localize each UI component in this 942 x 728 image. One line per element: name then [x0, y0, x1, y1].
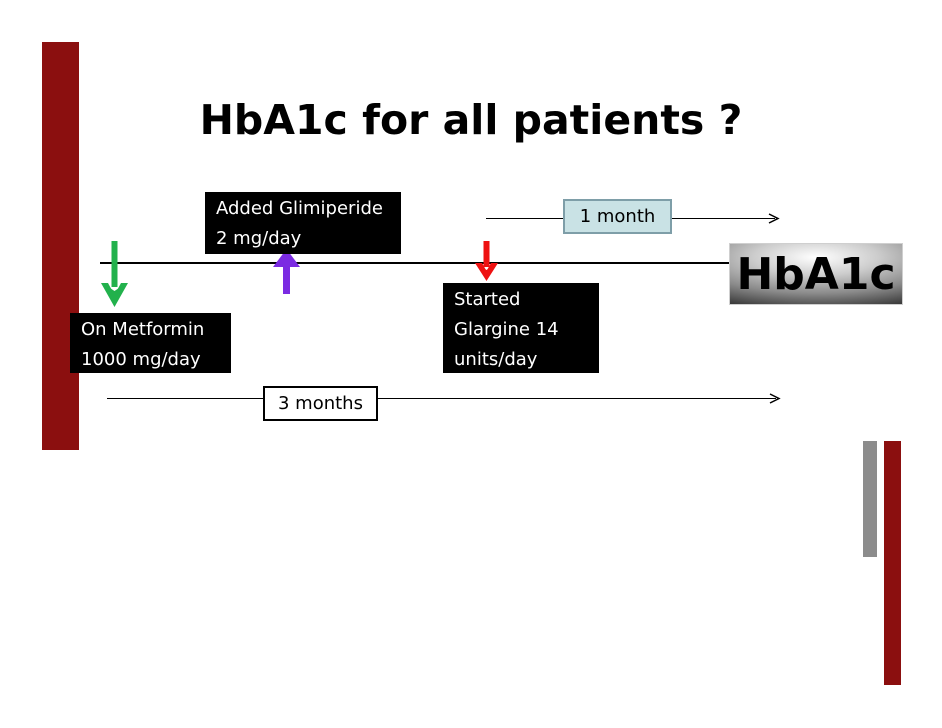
green-down-arrow-icon — [101, 241, 128, 307]
left-accent-bar — [42, 42, 79, 450]
label-line: Added Glimiperide — [216, 198, 383, 219]
right-gray-accent-bar — [863, 441, 877, 557]
result-label-text: HbA1c — [736, 248, 896, 300]
timeline-3-months-line — [107, 398, 776, 399]
interval-label-1-month: 1 month — [563, 199, 672, 234]
right-arrowhead-icon — [768, 213, 780, 224]
interval-label-text: 3 months — [278, 393, 363, 414]
interval-label-text: 1 month — [579, 206, 656, 227]
label-on-metformin: On Metformin 1000 mg/day — [70, 313, 231, 373]
label-line: Started — [454, 289, 521, 310]
label-line: 1000 mg/day — [81, 349, 201, 370]
label-line: 2 mg/day — [216, 228, 302, 249]
interval-label-3-months: 3 months — [263, 386, 378, 421]
right-red-accent-bar — [884, 441, 901, 685]
label-line: Glargine 14 — [454, 319, 559, 340]
red-down-arrow-icon — [475, 241, 498, 281]
label-line: units/day — [454, 349, 538, 370]
label-line: On Metformin — [81, 319, 205, 340]
label-started-glargine: Started Glargine 14 units/day — [443, 283, 599, 373]
right-arrowhead-icon — [769, 393, 781, 404]
label-added-glimiperide: Added Glimiperide 2 mg/day — [205, 192, 401, 254]
purple-up-arrow-icon — [273, 249, 300, 294]
timeline-main-line — [100, 262, 730, 264]
hba1c-result-box: HbA1c — [729, 243, 903, 305]
page-title: HbA1c for all patients ? — [199, 96, 743, 144]
